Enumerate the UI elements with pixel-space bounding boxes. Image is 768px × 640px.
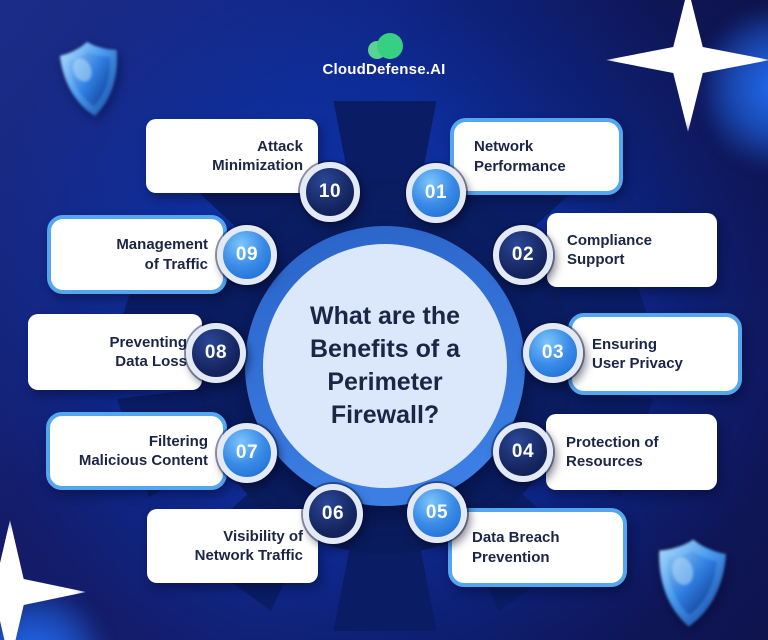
benefit-card-attack-minimization: Attack Minimization — [146, 119, 318, 193]
benefit-card-management-of-traffic: Management of Traffic — [47, 215, 227, 294]
brand-logo: CloudDefense.AI — [0, 33, 768, 78]
benefit-card-data-breach-prevention: Data Breach Prevention — [448, 508, 627, 587]
number-badge-08: 08 — [186, 323, 246, 383]
center-circle-inner: What are the Benefits of a Perimeter Fir… — [263, 244, 507, 488]
badge-number: 02 — [511, 244, 535, 265]
sparkle-icon — [0, 512, 136, 640]
benefit-label: Data Breach Prevention — [472, 529, 560, 566]
sparkle-icon — [600, 0, 768, 214]
shield-icon — [659, 539, 726, 627]
brand-name: CloudDefense.AI — [322, 61, 446, 78]
badge-number: 05 — [425, 502, 449, 523]
benefit-card-preventing-data-loss: Preventing Data Loss — [28, 314, 202, 390]
badge-number: 01 — [424, 182, 448, 203]
number-badge-02: 02 — [493, 225, 553, 285]
benefit-card-visibility-of-network-traffic: Visibility of Network Traffic — [147, 509, 318, 583]
number-badge-01: 01 — [406, 163, 466, 223]
benefit-label: Network Performance — [474, 138, 566, 175]
badge-number: 08 — [204, 342, 228, 363]
benefit-label: Protection of Resources — [566, 433, 659, 471]
cloud-icon — [368, 33, 403, 59]
center-circle: What are the Benefits of a Perimeter Fir… — [245, 226, 525, 506]
benefit-label: Compliance Support — [567, 231, 653, 269]
number-badge-10: 10 — [300, 162, 360, 222]
badge-number: 06 — [321, 503, 345, 524]
center-title: What are the Benefits of a Perimeter Fir… — [309, 302, 461, 429]
benefit-card-protection-of-resources: Protection of Resources — [546, 414, 717, 490]
benefit-label: Management of Traffic — [116, 236, 208, 273]
number-badge-04: 04 — [493, 422, 553, 482]
number-badge-07: 07 — [217, 423, 277, 483]
benefit-label: Filtering Malicious Content — [78, 432, 208, 470]
benefit-label: Visibility of Network Traffic — [194, 527, 303, 565]
number-badge-03: 03 — [523, 323, 583, 383]
benefit-card-ensuring-user-privacy: Ensuring User Privacy — [568, 313, 742, 395]
benefit-label: Attack Minimization — [212, 137, 303, 175]
number-badge-09: 09 — [217, 225, 277, 285]
badge-number: 03 — [541, 342, 565, 363]
shield-icon — [59, 42, 118, 116]
badge-number: 09 — [235, 244, 259, 265]
benefit-card-compliance-support: Compliance Support — [547, 213, 717, 287]
benefit-card-network-performance: Network Performance — [450, 118, 623, 195]
badge-number: 10 — [318, 181, 342, 202]
benefit-label: Preventing Data Loss — [109, 333, 187, 371]
number-badge-06: 06 — [303, 484, 363, 544]
badge-number: 04 — [511, 441, 535, 462]
number-badge-05: 05 — [407, 483, 467, 543]
badge-number: 07 — [235, 442, 259, 463]
benefit-label: Ensuring User Privacy — [592, 335, 683, 373]
benefit-card-filtering-malicious-content: Filtering Malicious Content — [46, 412, 227, 490]
